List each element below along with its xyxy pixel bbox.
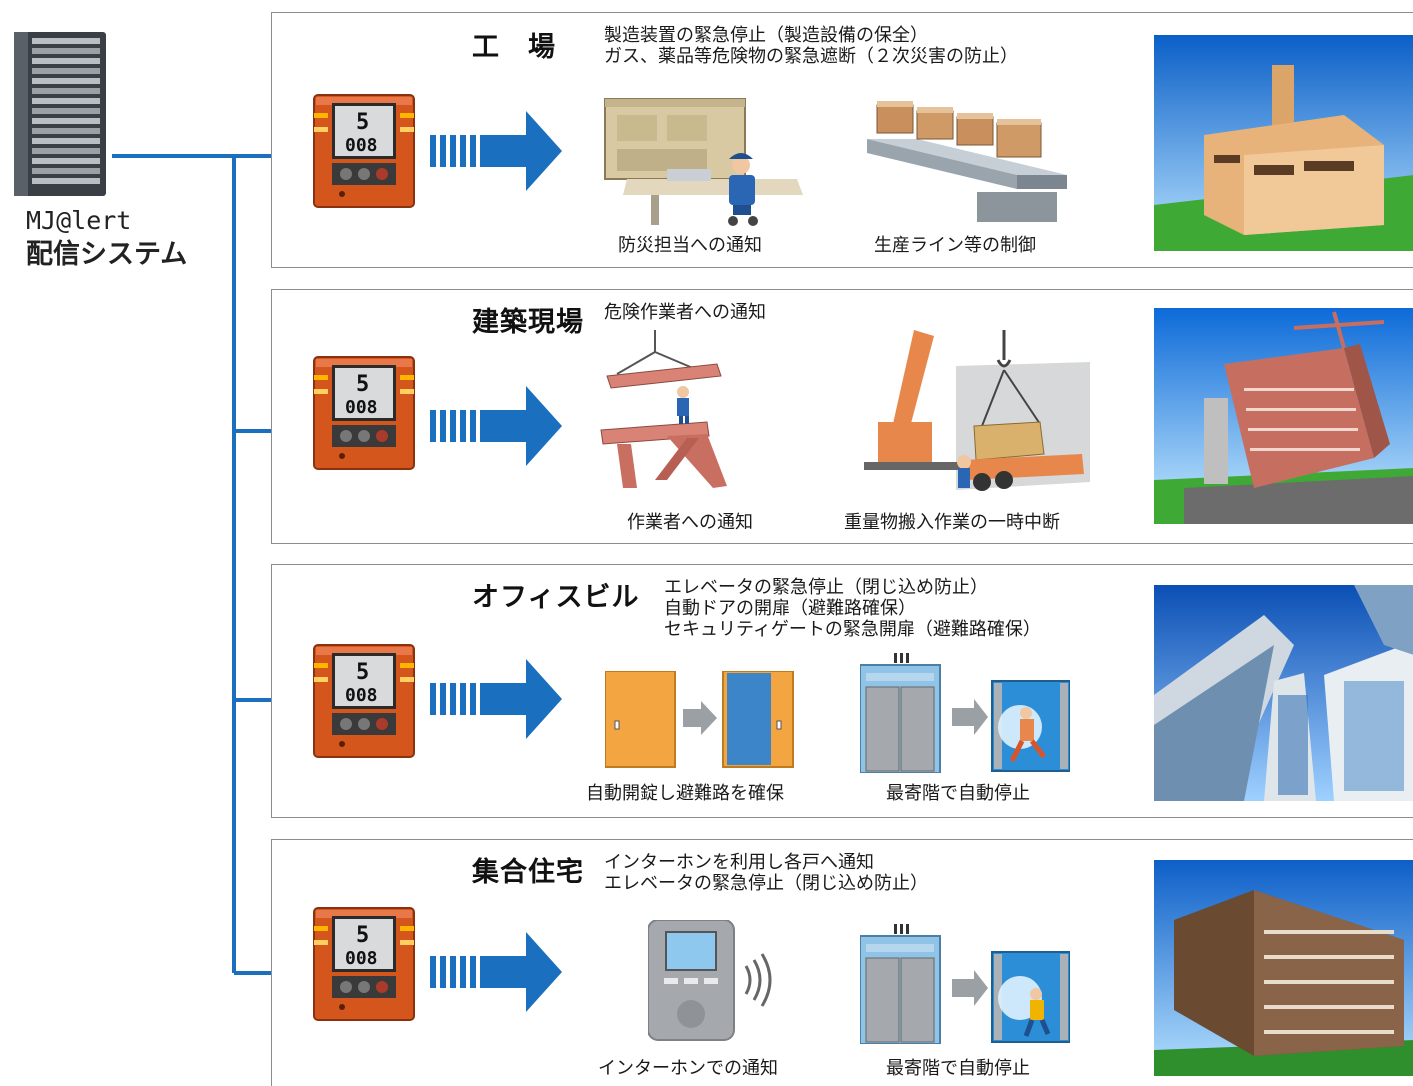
flow-arrow-icon [430, 111, 562, 191]
panel-description: 危険作業者への通知 [604, 302, 766, 323]
construction-photo [1154, 308, 1413, 524]
description-line: 自動ドアの開扉（避難路確保） [664, 598, 916, 619]
description-line: セキュリティゲートの緊急開扉（避難路確保） [664, 619, 1041, 640]
description-line: ガス、薬品等危険物の緊急遮断（２次災害の防止） [604, 46, 1018, 67]
caption: 最寄階で自動停止 [886, 1058, 1030, 1079]
system-label: MJ@lert 配信システム [26, 204, 187, 272]
alert-device-icon [312, 355, 416, 471]
flow-arrow-icon [430, 932, 562, 1012]
panel-title: オフィスビル [472, 582, 640, 613]
caption: 重量物搬入作業の一時中断 [844, 512, 1060, 533]
apartment-photo [1154, 860, 1413, 1076]
panel-title: 集合住宅 [472, 857, 584, 888]
elevator-stop-illustration [860, 653, 1070, 773]
description-line: 製造装置の緊急停止（製造設備の保全） [604, 25, 928, 46]
caption: インターホンでの通知 [598, 1058, 778, 1079]
factory-photo [1154, 35, 1413, 251]
disaster-officer-illustration [604, 98, 803, 226]
description-line: インターホンを利用し各戸へ通知 [604, 852, 874, 873]
panel-title: 工 場 [472, 32, 556, 63]
panel-description: インターホンを利用し各戸へ通知 エレベータの緊急停止（閉じ込め防止） [604, 852, 928, 894]
alert-device-icon [312, 906, 416, 1022]
elevator-stop-illustration [860, 924, 1070, 1044]
description-line: エレベータの緊急停止（閉じ込め防止） [664, 577, 988, 598]
caption: 最寄階で自動停止 [886, 783, 1030, 804]
worker-beam-illustration [600, 330, 727, 488]
alert-device-icon [312, 643, 416, 759]
panel-apartment-housing: 集合住宅 インターホンを利用し各戸へ通知 エレベータの緊急停止（閉じ込め防止） … [271, 839, 1413, 1086]
alert-device-icon [312, 93, 416, 209]
auto-door-illustration [605, 671, 794, 768]
office-buildings-photo [1154, 585, 1413, 801]
flow-arrow-icon [430, 386, 562, 466]
caption: 防災担当への通知 [618, 235, 762, 256]
panel-factory: 工 場 製造装置の緊急停止（製造設備の保全） ガス、薬品等危険物の緊急遮断（２次… [271, 12, 1413, 268]
intercom-illustration [648, 920, 772, 1041]
production-line-illustration [867, 101, 1067, 222]
server-icon [14, 32, 106, 196]
caption: 生産ライン等の制御 [874, 235, 1036, 256]
panel-title: 建築現場 [472, 307, 584, 338]
panel-office-building: オフィスビル エレベータの緊急停止（閉じ込め防止） 自動ドアの開扉（避難路確保）… [271, 564, 1413, 818]
crane-load-illustration [864, 330, 1090, 491]
panel-construction-site: 建築現場 危険作業者への通知 作業者への通知 重量物搬入作業の一時中断 [271, 289, 1413, 544]
panel-description: 製造装置の緊急停止（製造設備の保全） ガス、薬品等危険物の緊急遮断（２次災害の防… [604, 25, 1018, 67]
caption: 自動開錠し避難路を確保 [586, 783, 784, 804]
description-line: 危険作業者への通知 [604, 302, 766, 323]
description-line: エレベータの緊急停止（閉じ込め防止） [604, 873, 928, 894]
caption: 作業者への通知 [627, 512, 753, 533]
system-subtitle: 配信システム [26, 239, 188, 270]
system-name: MJ@lert [26, 206, 132, 235]
flow-arrow-icon [430, 659, 562, 739]
panel-description: エレベータの緊急停止（閉じ込め防止） 自動ドアの開扉（避難路確保） セキュリティ… [664, 577, 1041, 640]
